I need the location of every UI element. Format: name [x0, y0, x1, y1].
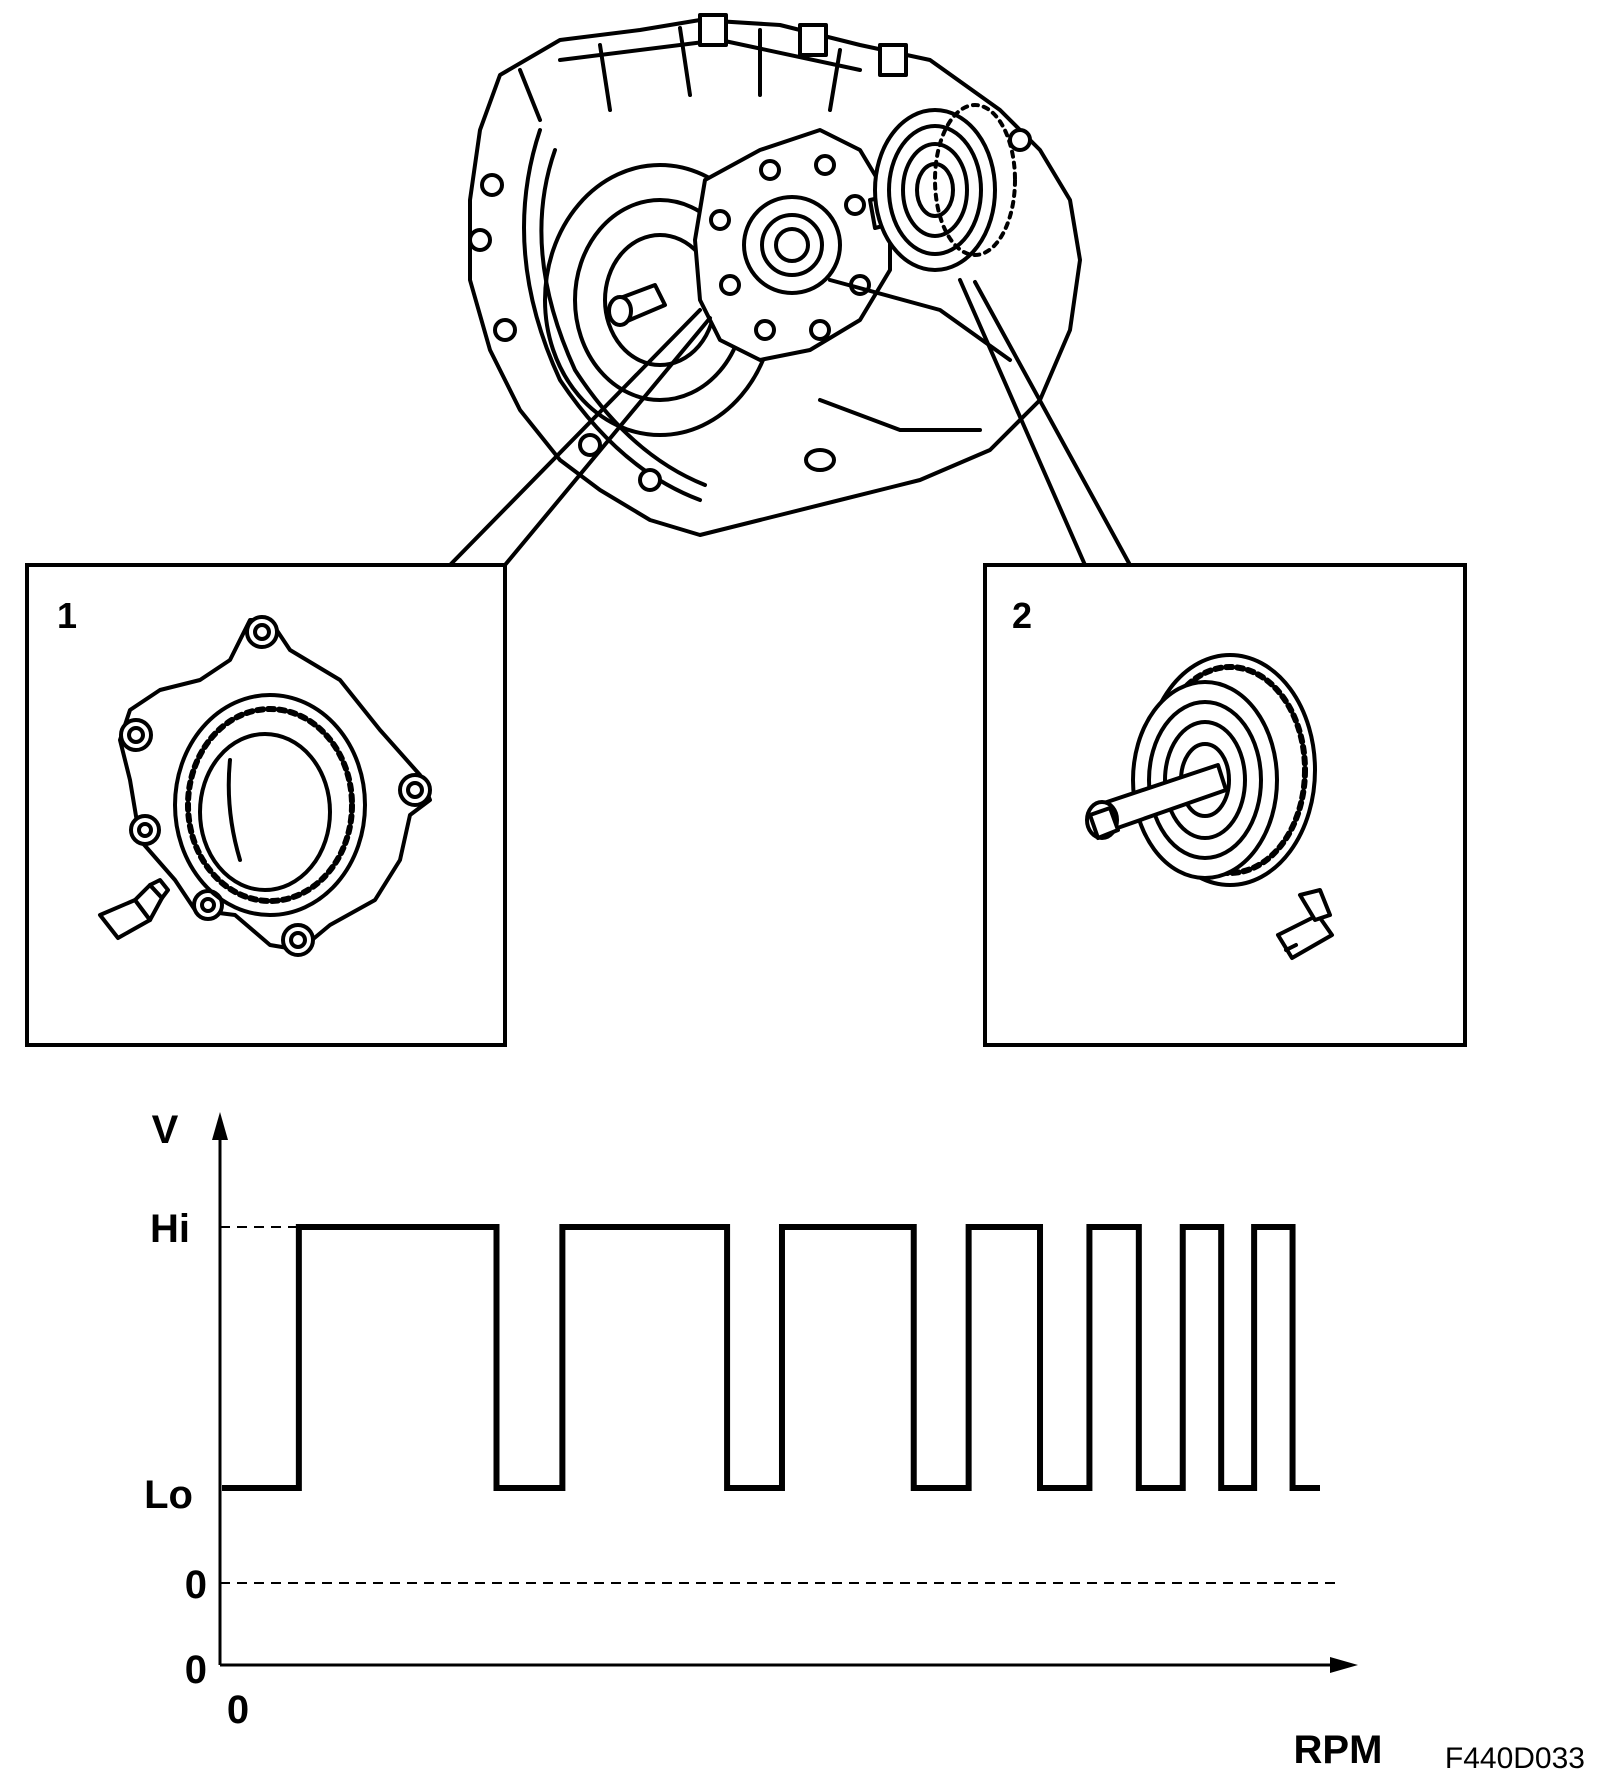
- reluctor-wheel-illustration: [1085, 653, 1334, 960]
- x-origin-label: 0: [227, 1688, 249, 1732]
- y-tick-lo: Lo: [144, 1473, 193, 1517]
- y-axis-arrowhead: [212, 1112, 228, 1140]
- callout-number-1: 1: [57, 595, 77, 636]
- x-axis-label: RPM: [1294, 1728, 1383, 1772]
- square-wave-signal: [222, 1224, 1320, 1491]
- callout-box-2: 2: [983, 563, 1467, 1047]
- y-tick-hi: Hi: [150, 1207, 190, 1251]
- callout-number-2: 2: [1012, 595, 1032, 636]
- waveform-plot: V Hi Lo 0 0 0 RPM: [144, 1108, 1382, 1772]
- transmission-illustration: [468, 13, 1082, 537]
- leader-lines: [448, 278, 1132, 567]
- callout-box-1: 1: [25, 563, 507, 1047]
- sensor-ring-gear-illustration: [98, 615, 432, 957]
- y-tick-origin: 0: [185, 1648, 207, 1692]
- x-axis-arrowhead: [1330, 1657, 1358, 1673]
- figure-code: F440D033: [1445, 1742, 1585, 1775]
- signal-trace: [222, 1224, 1320, 1491]
- y-axis-label: V: [152, 1108, 179, 1152]
- y-tick-zero: 0: [185, 1563, 207, 1607]
